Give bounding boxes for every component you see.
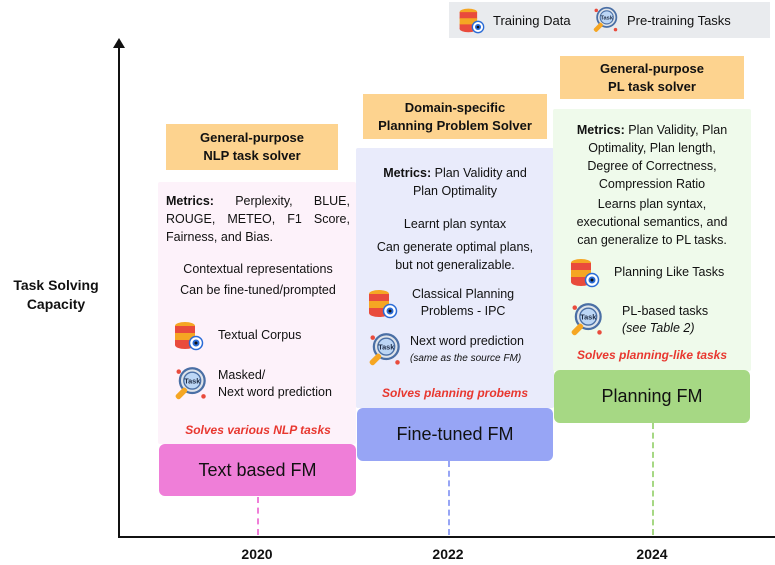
- col1-metrics-line2: ROUGE, METEO, F1 Score,: [166, 212, 350, 226]
- col2-metrics: Metrics: Plan Validity and Plan Optimali…: [358, 164, 552, 200]
- database-icon: [457, 6, 485, 34]
- connector-2020: [257, 497, 259, 535]
- col3-metrics: Metrics: Plan Validity, Plan Optimality,…: [555, 121, 749, 193]
- database-icon: [366, 287, 398, 319]
- col3-metrics-line4: Compression Ratio: [598, 177, 706, 191]
- col3-task-note: (see Table 2): [622, 321, 695, 335]
- legend: Training Data Pre-training Tasks: [449, 2, 770, 38]
- col1-solves: Solves various NLP tasks: [185, 423, 331, 437]
- magnifier-task-icon: [591, 6, 619, 34]
- col1-data: Textual Corpus: [172, 319, 301, 351]
- y-axis-arrow: [113, 38, 125, 48]
- col3-metrics-label: Metrics:: [576, 123, 625, 137]
- col1-panel: [158, 182, 356, 444]
- col3-fm-box: Planning FM: [554, 370, 750, 423]
- col2-data-label2: Problems - IPC: [420, 304, 506, 318]
- col1-data-label: Textual Corpus: [218, 327, 302, 342]
- legend-training-label: Training Data: [493, 12, 571, 28]
- col1-metrics-line1: Perplexity, BLUE,: [235, 194, 350, 208]
- legend-training: Training Data: [457, 2, 571, 38]
- database-icon: [172, 319, 204, 351]
- col2-task-label: Next word prediction: [410, 334, 524, 348]
- col1-task-label2: Next word prediction: [218, 385, 332, 399]
- col1-metrics: Metrics: Perplexity, BLUE, ROUGE, METEO,…: [166, 192, 350, 246]
- col3-desc1: Learns plan syntax,: [597, 197, 707, 211]
- col2-header-line2: Planning Problem Solver: [378, 117, 532, 133]
- col3-solves: Solves planning-like tasks: [576, 348, 728, 362]
- col2-desc2: Can generate optimal plans, but not gene…: [358, 238, 552, 274]
- col3-data: Planning Like Tasks: [568, 256, 724, 288]
- col1-header-line2: NLP task solver: [203, 148, 301, 163]
- magnifier-task-icon: [172, 366, 208, 402]
- tick-2024: 2024: [636, 546, 668, 562]
- col2-metrics-label: Metrics:: [383, 166, 432, 180]
- x-axis: [118, 536, 775, 538]
- col2-header-line1: Domain-specific: [404, 99, 506, 115]
- connector-2022: [448, 461, 450, 535]
- legend-pretraining: Pre-training Tasks: [591, 2, 731, 38]
- col2-task: Next word prediction (same as the source…: [366, 332, 524, 368]
- col2-header: Domain-specific Planning Problem Solver: [363, 94, 547, 139]
- magnifier-task-icon: [366, 332, 402, 368]
- col2-task-note: (same as the source FM): [410, 353, 522, 364]
- magnifier-task-icon: [568, 302, 604, 338]
- col1-metrics-line3: Fairness, and Bias.: [166, 230, 273, 244]
- col3-data-label: Planning Like Tasks: [614, 264, 725, 279]
- col3-task-label: PL-based tasks: [622, 304, 709, 318]
- tick-2022: 2022: [432, 546, 464, 562]
- col3-header-line1: General-purpose: [599, 60, 705, 76]
- y-axis-label-line2: Capacity: [26, 296, 86, 312]
- col3-header: General-purpose PL task solver: [560, 56, 744, 99]
- col3-metrics-line2: Optimality, Plan length,: [588, 141, 716, 155]
- col1-header: General-purpose NLP task solver: [166, 124, 338, 170]
- database-icon: [568, 256, 600, 288]
- legend-pretraining-label: Pre-training Tasks: [627, 12, 731, 28]
- col1-fm-box: Text based FM: [159, 444, 356, 496]
- connector-2024: [652, 423, 654, 535]
- col3-header-line2: PL task solver: [608, 78, 696, 94]
- y-axis-label: Task Solving Capacity: [0, 276, 112, 314]
- col3-desc: Learns plan syntax, executional semantic…: [555, 195, 749, 249]
- col2-panel: [356, 148, 554, 408]
- col2-fm-box: Fine-tuned FM: [357, 408, 553, 461]
- col2-metrics-line2: Plan Optimality: [412, 184, 498, 198]
- col1-desc1: Contextual representations: [183, 262, 333, 276]
- col2-desc1: Learnt plan syntax: [403, 217, 507, 231]
- col2-desc3-line: but not generalizable.: [395, 258, 515, 272]
- col3-desc3: can generalize to PL tasks.: [577, 233, 727, 247]
- col1-header-line1: General-purpose: [199, 130, 305, 145]
- col2-solves: Solves planning probems: [381, 386, 529, 400]
- col3-metrics-line1: Plan Validity, Plan: [628, 123, 728, 137]
- y-axis: [118, 44, 120, 538]
- col2-data-label1: Classical Planning: [412, 287, 515, 301]
- col3-metrics-line3: Degree of Correctness,: [587, 159, 717, 173]
- col1-desc2: Can be fine-tuned/prompted: [180, 283, 336, 297]
- col1-metrics-label: Metrics:: [166, 194, 214, 208]
- col2-data: Classical Planning Problems - IPC: [366, 286, 514, 320]
- col2-desc2-line: Can generate optimal plans,: [376, 240, 534, 254]
- col2-metrics-line1: Plan Validity and: [434, 166, 527, 180]
- col3-task: PL-based tasks (see Table 2): [568, 302, 708, 338]
- tick-2020: 2020: [241, 546, 273, 562]
- y-axis-label-line1: Task Solving: [13, 277, 99, 293]
- col3-desc2: executional semantics, and: [576, 215, 728, 229]
- col1-task-label1: Masked/: [218, 368, 266, 382]
- col1-task: Masked/ Next word prediction: [172, 366, 332, 402]
